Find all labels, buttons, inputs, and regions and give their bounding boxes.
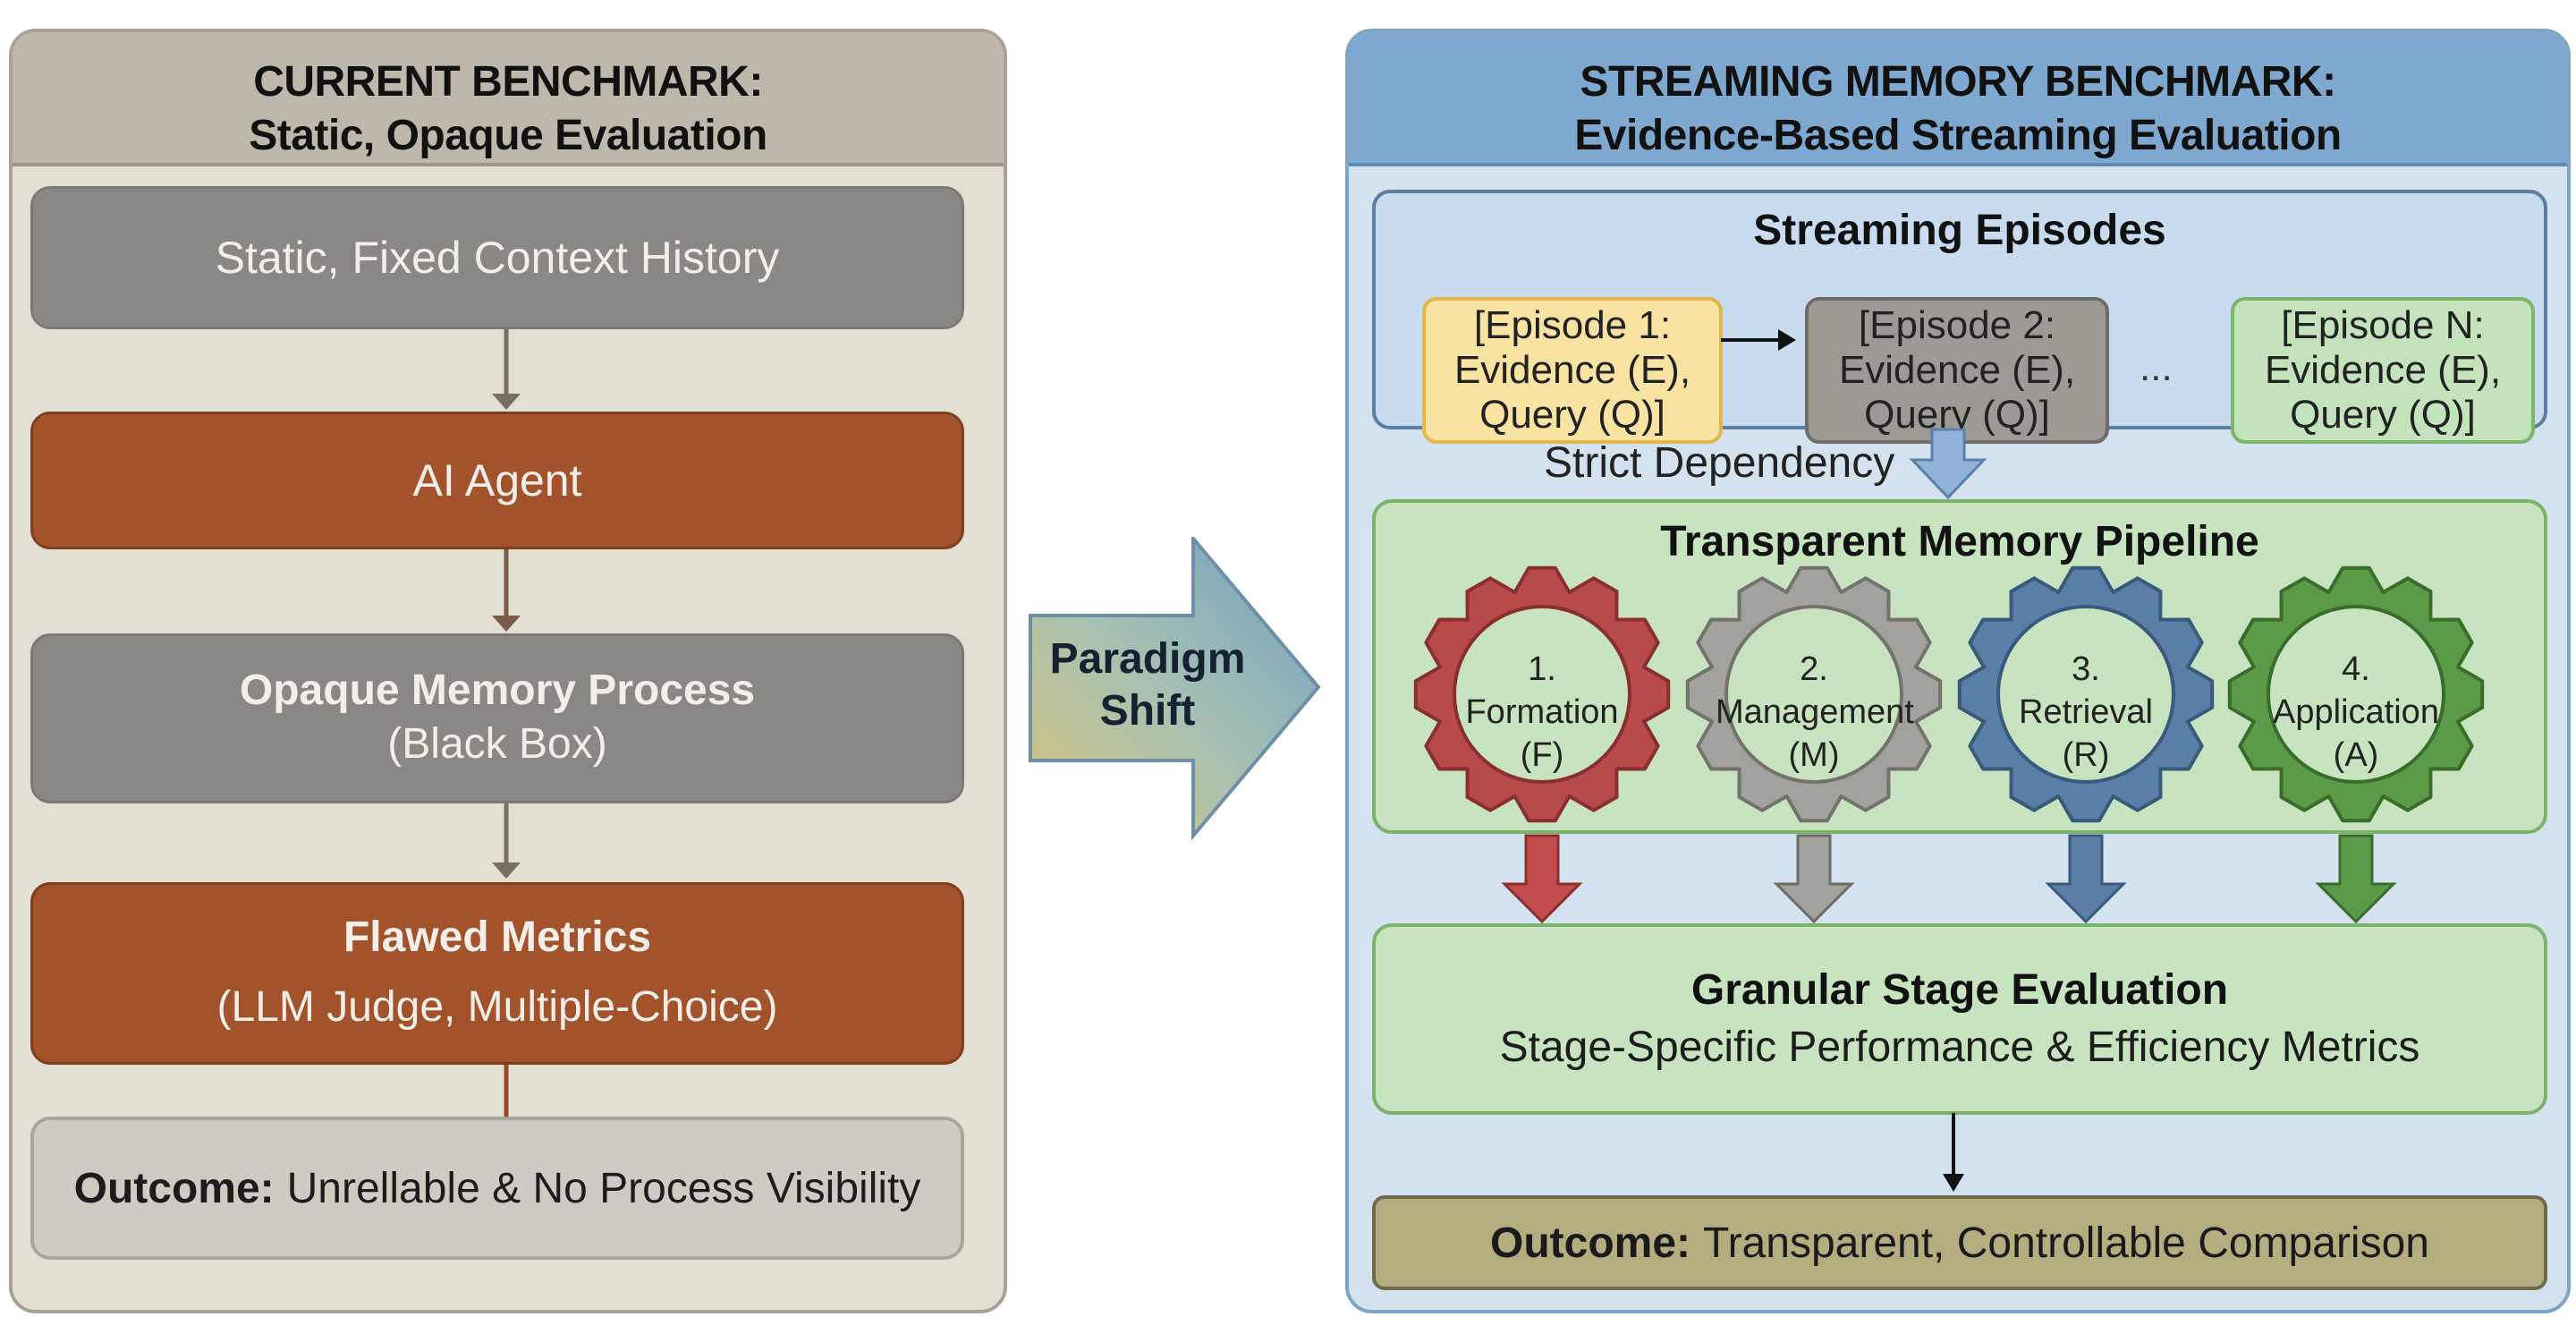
pipeline-title: Transparent Memory Pipeline (1660, 518, 2259, 565)
strict-dependency-label: Strict Dependency (1544, 439, 1895, 487)
episode-n-line1: [Episode N: (2281, 303, 2485, 347)
episode-ellipsis: ... (2140, 345, 2173, 389)
streaming-benchmark-subtitle: Evidence-Based Streaming Evaluation (1574, 112, 2342, 159)
retrieval-down-arrow (2045, 834, 2127, 924)
stage-application-name: Application (2273, 693, 2439, 731)
episode-1-card: [Episode 1: Evidence (E), Query (Q)] (1422, 297, 1723, 444)
stage-formation-number: 1. (1528, 650, 1556, 688)
streaming-benchmark-title: STREAMING MEMORY BENCHMARK: (1580, 58, 2336, 106)
paradigm-shift-line1: Paradigm (1049, 635, 1246, 683)
flawed-metrics-label: Flawed Metrics (343, 913, 652, 961)
right-outcome-label: Outcome: (1490, 1219, 1691, 1267)
right-outcome-box: Outcome: Transparent, Controllable Compa… (1372, 1195, 2547, 1290)
evaluation-title: Granular Stage Evaluation (1690, 966, 2229, 1014)
black-box-label: (Black Box) (387, 720, 607, 768)
current-benchmark-subtitle: Static, Opaque Evaluation (249, 112, 767, 159)
episode-1-line1: [Episode 1: (1473, 303, 1672, 347)
static-context-history-label: Static, Fixed Context History (215, 233, 780, 283)
episode-1-line2: Evidence (E), (1453, 348, 1691, 392)
episode-n-card: [Episode N: Evidence (E), Query (Q)] (2231, 297, 2535, 444)
stage-application-label: 4. Application (A) (2258, 648, 2454, 777)
stage-management-number: 2. (1800, 650, 1828, 688)
episode-2-line1: [Episode 2: (1858, 303, 2056, 347)
left-outcome-text: Unrellable & No Process Visibility (286, 1164, 921, 1212)
ai-agent-box: AI Agent (30, 412, 964, 549)
left-outcome-label: Outcome: (73, 1164, 275, 1212)
stage-retrieval-abbr: (R) (2062, 736, 2110, 774)
stage-retrieval-number: 3. (2072, 650, 2100, 688)
arrow-agent-to-process (492, 548, 521, 632)
paradigm-shift-arrow (1029, 537, 1321, 841)
streaming-episodes-title: Streaming Episodes (1753, 207, 2166, 254)
paradigm-shift-line2: Shift (1099, 687, 1196, 735)
left-outcome-box: Outcome: Unrellable & No Process Visibil… (30, 1117, 964, 1260)
flawed-metrics-box: Flawed Metrics (LLM Judge, Multiple-Choi… (30, 882, 964, 1065)
management-gear-icon (1685, 565, 1943, 823)
strict-dependency-arrow (1909, 428, 1987, 500)
flawed-metrics-detail: (LLM Judge, Multiple-Choice) (216, 983, 778, 1031)
stage-retrieval-label: 3. Retrieval (R) (1987, 648, 2184, 777)
episode-2-line2: Evidence (E), (1838, 348, 2076, 392)
static-context-history-box: Static, Fixed Context History (30, 186, 964, 329)
right-outcome-text: Transparent, Controllable Comparison (1703, 1219, 2429, 1267)
stage-formation-abbr: (F) (1520, 736, 1564, 774)
evaluation-to-outcome-arrow (1943, 1113, 1964, 1192)
streaming-episodes-box: Streaming Episodes [Episode 1: Evidence … (1372, 190, 2547, 444)
streaming-benchmark-header: STREAMING MEMORY BENCHMARK: Evidence-Bas… (1349, 32, 2567, 166)
opaque-memory-process-label: Opaque Memory Process (239, 667, 756, 714)
opaque-memory-process-box: Opaque Memory Process (Black Box) (30, 633, 964, 803)
stage-management-abbr: (M) (1788, 736, 1840, 774)
stage-formation-label: 1. Formation (F) (1444, 648, 1640, 777)
episode-sequence-arrow (1721, 329, 1796, 351)
application-down-arrow (2315, 834, 2397, 924)
episode-1-line3: Query (Q)] (1479, 393, 1665, 437)
formation-down-arrow (1501, 834, 1583, 924)
management-down-arrow (1773, 834, 1855, 924)
application-gear-icon (2227, 565, 2485, 823)
stage-formation-name: Formation (1465, 693, 1619, 731)
stage-management-name: Management (1716, 693, 1914, 731)
paradigm-shift-label: Paradigm Shift (1030, 633, 1265, 737)
evaluation-subtitle: Stage-Specific Performance & Efficiency … (1499, 1024, 2420, 1071)
stage-application-abbr: (A) (2333, 736, 2379, 774)
stage-application-number: 4. (2342, 650, 2370, 688)
arrow-process-to-metrics (492, 800, 521, 879)
current-benchmark-title: CURRENT BENCHMARK: (253, 58, 763, 106)
granular-stage-evaluation-box: Granular Stage Evaluation Stage-Specific… (1372, 923, 2547, 1115)
episode-n-line2: Evidence (E), (2264, 348, 2502, 392)
episode-2-card: [Episode 2: Evidence (E), Query (Q)] (1805, 297, 2109, 444)
retrieval-gear-icon (1957, 565, 2215, 823)
ai-agent-label: AI Agent (412, 455, 582, 506)
current-benchmark-header: CURRENT BENCHMARK: Static, Opaque Evalua… (13, 32, 1004, 166)
arrow-context-to-agent (492, 326, 521, 410)
episode-n-line3: Query (Q)] (2290, 393, 2476, 437)
stage-retrieval-name: Retrieval (2019, 693, 2153, 731)
formation-gear-icon (1413, 565, 1671, 823)
stage-management-label: 2. Management (M) (1716, 648, 1914, 777)
